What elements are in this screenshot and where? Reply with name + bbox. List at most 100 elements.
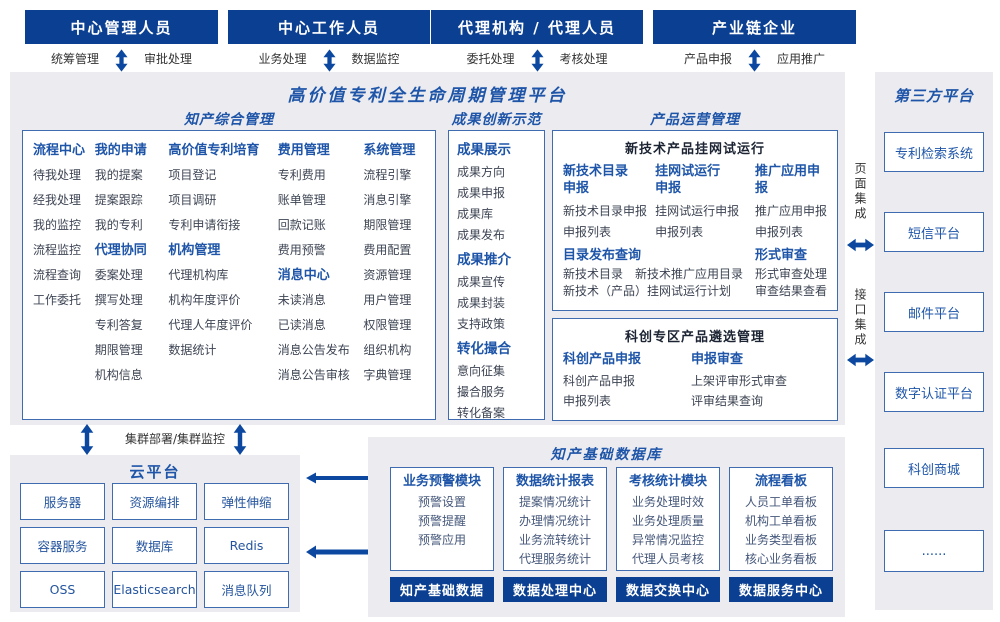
actor-column-enterprises: 产业链企业 产品申报 应用推广 [653, 10, 856, 72]
actor-label-row: 统筹管理 审批处理 [25, 44, 218, 72]
menu-item: 我的专利 [94, 218, 143, 232]
menu-item: 待我处理 [33, 168, 82, 182]
menu-item: 权限管理 [363, 318, 412, 332]
menu-item: 撮合服务 [457, 385, 506, 399]
group-items: 待我处理经我处理我的监控流程监控流程查询工作委托 [33, 163, 95, 313]
menu-item: 代理服务统计 [518, 552, 591, 566]
horizontal-double-arrow-icon [847, 353, 874, 367]
menu-item: 委案处理 [94, 268, 143, 282]
group-title: 机构管理 [168, 243, 221, 258]
menu-item: 消息公告审核 [277, 368, 350, 382]
menu-item: 挂网试运行申报 [655, 204, 740, 218]
menu-item: 支持政策 [457, 317, 506, 331]
group-title: 消息中心 [277, 268, 330, 283]
menu-item: 专利答复 [94, 318, 143, 332]
cloud-service-box: Redis [204, 527, 289, 564]
menu-item: 预警提醒 [417, 514, 466, 528]
ip-database-panel: 知产基础数据库 业务预警模块 预警设置预警提醒预警应用 数据统计报表 提案情况统… [368, 437, 845, 617]
group-title: 目录发布查询 [563, 248, 642, 263]
cloud-service-box: 服务器 [20, 483, 105, 520]
menu-item: 意向征集 [457, 364, 506, 378]
group-items: 推广应用申报申报列表 [755, 201, 827, 243]
ip-column: 我的申请 我的提案提案跟踪我的专利 代理协同 委案处理撰写处理专利答复期限管理机… [95, 138, 169, 412]
menu-item: 审查结果查看 [754, 284, 827, 298]
ip-column: 系统管理 流程引擎消息引擎期限管理费用配置资源管理用户管理权限管理组织机构字典管… [363, 138, 425, 412]
menu-item: 费用配置 [363, 243, 412, 257]
trial-running-box: 新技术产品挂网试运行 新技术目录申报 新技术目录申报申报列表 挂网试运行申报 挂… [552, 130, 838, 311]
interface-integration-label: 接口集成 [853, 288, 867, 348]
menu-item: 项目调研 [168, 193, 217, 207]
module-box: 业务预警模块 预警设置预警提醒预警应用 [390, 467, 494, 571]
trial-column: 挂网试运行申报 挂网试运行申报申报列表 [655, 163, 755, 243]
platform-panel: 高价值专利全生命周期管理平台 知产综合管理 成果创新示范 产品运营管理 流程中心… [10, 72, 845, 425]
menu-item: 成果封装 [457, 296, 506, 310]
actor-title: 产业链企业 [653, 10, 856, 44]
group-title: 申报审查 [691, 352, 744, 367]
module-items: 业务处理时效业务处理质量异常情况监控代理人员考核 [617, 493, 719, 569]
menu-item: 我的监控 [33, 218, 82, 232]
group-title: 成果展示 [457, 142, 511, 158]
menu-item: 消息公告发布 [277, 343, 350, 357]
ip-database-title: 知产基础数据库 [550, 447, 663, 463]
selection-column: 科创产品申报 科创产品申报申报列表 [563, 349, 691, 411]
actor-action-label: 统筹管理 [50, 51, 99, 66]
vertical-double-arrow-icon [322, 48, 336, 72]
menu-item: 成果发布 [457, 228, 506, 242]
third-party-box: 短信平台 [884, 212, 984, 252]
third-party-box-more: ...... [884, 530, 984, 572]
group-items: 科创产品申报申报列表 [563, 371, 691, 411]
catalog-row: 新技术目录 新技术推广应用目录 [563, 266, 755, 283]
menu-item: 消息引擎 [363, 193, 412, 207]
menu-item: 项目登记 [168, 168, 217, 182]
vertical-double-arrow-icon [530, 48, 544, 72]
group-items: 意向征集撮合服务转化备案 [457, 361, 544, 424]
module-items: 预警设置预警提醒预警应用 [391, 493, 493, 550]
menu-item: 机构工单看板 [744, 514, 817, 528]
menu-item: 机构信息 [94, 368, 143, 382]
cloud-service-box: OSS [20, 571, 105, 608]
group-items: 形式审查处理审查结果查看 [755, 266, 827, 300]
group-title: 成果推介 [457, 252, 511, 268]
trial-column: 推广应用申报 推广应用申报申报列表 [755, 163, 827, 243]
data-footer-box: 数据交换中心 [616, 577, 720, 602]
group-items: 代理机构库机构年度评价代理人年度评价数据统计 [168, 263, 277, 363]
module-title: 业务预警模块 [402, 474, 481, 489]
module-title: 数据统计报表 [515, 474, 594, 489]
ip-column: 费用管理 专利费用账单管理回款记账费用预警 消息中心 未读消息已读消息消息公告发… [278, 138, 364, 412]
menu-item: 业务流转统计 [518, 533, 591, 547]
menu-item: 业务处理质量 [631, 514, 704, 528]
vertical-double-arrow-icon [748, 48, 761, 72]
third-party-box: 数字认证平台 [884, 372, 984, 412]
menu-item: 字典管理 [363, 368, 412, 382]
module-box: 数据统计报表 提案情况统计办理情况统计业务流转统计代理服务统计 [503, 467, 607, 571]
actor-action-label: 应用推广 [777, 51, 826, 66]
left-arrow-icon [306, 472, 394, 484]
menu-item: 回款记账 [277, 218, 326, 232]
menu-item: 期限管理 [94, 343, 143, 357]
group-title: 我的申请 [94, 143, 147, 158]
vertical-double-arrow-icon [80, 424, 94, 455]
trial-columns: 新技术目录申报 新技术目录申报申报列表 挂网试运行申报 挂网试运行申报申报列表 … [553, 157, 837, 243]
group-title: 费用管理 [277, 143, 330, 158]
data-footer-box: 数据处理中心 [503, 577, 607, 602]
menu-item: 提案情况统计 [518, 495, 591, 509]
cloud-service-box: 数据库 [112, 527, 197, 564]
menu-item: 形式审查处理 [754, 267, 827, 281]
menu-item: 评审结果查询 [691, 394, 764, 408]
menu-item: 申报列表 [563, 225, 612, 239]
group-items: 成果宣传成果封装支持政策 [457, 272, 544, 335]
menu-item: 新技术目录 [563, 267, 624, 281]
actor-title: 中心管理人员 [25, 10, 218, 44]
actor-action-label: 产品申报 [683, 51, 732, 66]
cloud-service-box: 消息队列 [204, 571, 289, 608]
group-title: 新技术目录申报 [563, 164, 629, 196]
group-title: 代理协同 [94, 243, 147, 258]
group-items: 我的提案提案跟踪我的专利 [95, 163, 169, 238]
menu-item: 成果库 [457, 207, 494, 221]
actor-label-row: 委托处理 考核处理 [431, 44, 643, 72]
menu-item: 成果方向 [457, 165, 506, 179]
ip-column: 高价值专利培育 项目登记项目调研专利申请衔接 机构管理 代理机构库机构年度评价代… [168, 138, 277, 412]
menu-item: 用户管理 [363, 293, 412, 307]
menu-item: 撰写处理 [94, 293, 143, 307]
